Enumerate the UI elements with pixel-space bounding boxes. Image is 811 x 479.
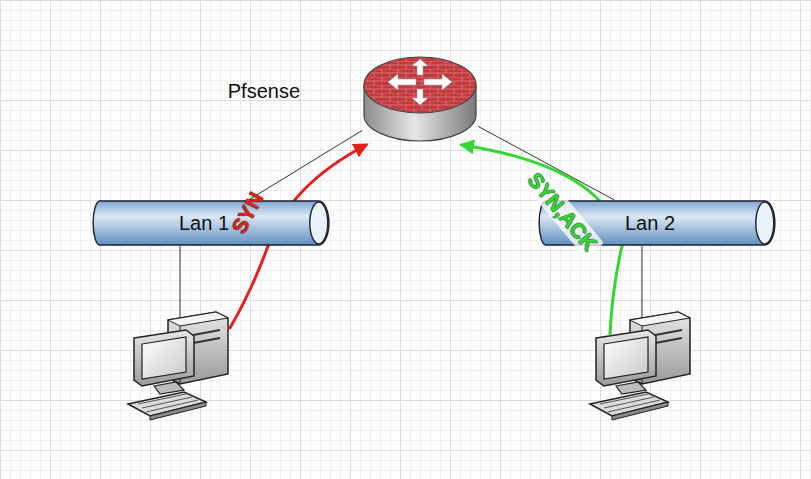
lan-label: Lan 1 bbox=[92, 200, 316, 246]
computer-icon bbox=[128, 312, 228, 420]
arrow-tail bbox=[610, 246, 622, 334]
drop-wire bbox=[180, 246, 181, 320]
lan-band: Lan 1 bbox=[92, 200, 330, 246]
drop-wire bbox=[642, 246, 643, 320]
device-label: Pfsense bbox=[228, 80, 300, 103]
arrow-tail bbox=[230, 246, 268, 328]
computer-icon bbox=[590, 312, 690, 420]
firewall-node: Pfsense bbox=[362, 45, 478, 145]
router-icon bbox=[362, 45, 478, 145]
